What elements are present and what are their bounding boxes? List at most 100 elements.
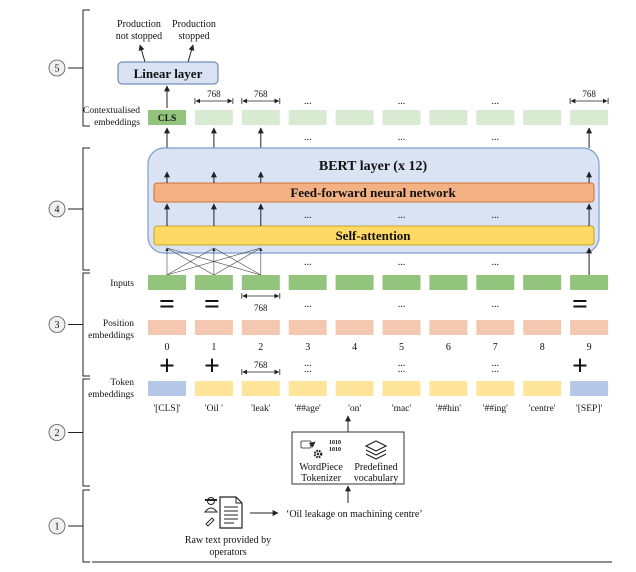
token-word-1: 'Oil ': [205, 404, 223, 414]
token-embedding-2: [241, 381, 280, 396]
position-index-6: 6: [446, 342, 451, 353]
stage-circle-1: [48, 517, 66, 535]
arrow-to-not-stopped: [138, 44, 146, 63]
position-embedding-3: [288, 320, 327, 335]
output-not-stopped-line2: not stopped: [116, 31, 162, 42]
self-attention-box: [153, 225, 595, 246]
ctx-embedding-3: [288, 110, 327, 125]
token-ellipsis-7: ...: [492, 364, 500, 375]
position-index-8: 8: [540, 342, 545, 353]
stage-bracket-4: 4: [48, 147, 90, 271]
token-word-5: 'mac': [392, 404, 412, 414]
linear-layer-box: [117, 61, 219, 85]
ctx-embedding-0: [148, 110, 186, 125]
document-icon: [219, 496, 243, 529]
token-word-6: '##hin': [436, 404, 461, 414]
ctx-ellipsis-low-3: ...: [304, 132, 312, 143]
position-index-4: 4: [352, 342, 357, 353]
token-embedding-0: [148, 381, 186, 396]
bert-ellipsis-low-7: ...: [492, 257, 500, 268]
position-embedding-1: [194, 320, 233, 335]
token-embedding-7: [476, 381, 515, 396]
token-embedding-4: [335, 381, 374, 396]
position-index-1: 1: [211, 342, 216, 353]
position-embedding-4: [335, 320, 374, 335]
ctx-dim-9: 768: [569, 89, 609, 104]
input-embedding-5: [382, 275, 421, 290]
ctx-dim-2: 768: [241, 89, 281, 104]
attn-line-1-0: [166, 247, 215, 276]
stage-circle-3: [48, 316, 66, 333]
raw-caption-line1: Raw text provided by: [185, 535, 271, 546]
tokenizer-label-line2: Tokenizer: [301, 473, 342, 484]
bert-inner-arrows: ..................: [164, 171, 593, 268]
plus-sign-0: +: [159, 351, 175, 382]
stage-number-2: 2: [55, 428, 60, 439]
token-word-3: '##age': [295, 404, 321, 414]
output-not-stopped-line1: Production: [117, 19, 161, 30]
attention-cross-lines: [165, 247, 593, 276]
input-embedding-6: [429, 275, 468, 290]
position-label-line1: Position: [103, 319, 134, 329]
position-index-0: 0: [165, 342, 170, 353]
inputs-label: Inputs: [110, 279, 134, 289]
ctx-dim-1-label: 768: [207, 89, 221, 99]
vocabulary-books-icon: [364, 440, 388, 460]
token-embeddings-row: '[CLS]''Oil ''leak''##age''on''mac''##hi…: [148, 360, 609, 414]
equals-sign-0: =: [159, 289, 175, 320]
token-word-4: 'on': [348, 404, 361, 414]
input-dim-2: 768: [241, 293, 281, 313]
self-attention-label: Self-attention: [335, 228, 411, 243]
equals-sign-9: =: [572, 289, 588, 320]
ctx-embedding-6: [429, 110, 468, 125]
position-embedding-0: [148, 320, 186, 335]
input-ellipsis-3: ...: [304, 299, 312, 310]
attn-line-2-0: [166, 247, 261, 276]
input-embedding-2: [241, 275, 280, 290]
output-stopped-line2: stopped: [178, 31, 209, 42]
tokenizer-icon: [300, 440, 323, 459]
token-ellipsis-3: ...: [304, 364, 312, 375]
bert-ellipsis-mid-3: ...: [304, 210, 312, 221]
vocabulary-label-line1: Predefined: [354, 462, 397, 473]
input-embedding-4: [335, 275, 374, 290]
position-index-7: 7: [493, 342, 498, 353]
tokenizer-panel: 1010 1010 WordPiece Tokenizer Predefined…: [291, 415, 405, 503]
token-embedding-3: [288, 381, 327, 396]
stage-bracket-5: 5: [48, 9, 90, 127]
cls-label: CLS: [158, 114, 176, 124]
stage-circle-4: [48, 200, 66, 218]
binary-line1: 1010: [329, 440, 341, 446]
position-ellipsis-7: ...: [492, 358, 500, 369]
position-embedding-7: [476, 320, 515, 335]
ctx-embedding-2: [241, 110, 280, 125]
token-word-7: '##ing': [483, 404, 508, 414]
input-embedding-8: [523, 275, 562, 290]
token-embedding-6: [429, 381, 468, 396]
input-ellipsis-5: ...: [398, 299, 406, 310]
operator-icon: [203, 497, 219, 527]
token-word-0: '[CLS]': [153, 404, 180, 414]
equals-signs: = = =: [159, 289, 588, 320]
stage-number-5: 5: [55, 64, 60, 75]
ctx-embedding-1: [194, 110, 233, 125]
token-ellipsis-5: ...: [398, 364, 406, 375]
equals-sign-1: =: [204, 289, 220, 320]
position-label-line2: embeddings: [88, 331, 134, 341]
binary-line2: 1010: [329, 447, 341, 453]
input-dim-2-label: 768: [254, 303, 268, 313]
ctx-embedding-4: [335, 110, 374, 125]
input-ellipsis-7: ...: [492, 299, 500, 310]
ctx-ellipsis-low-5: ...: [398, 132, 406, 143]
position-index-9: 9: [587, 342, 592, 353]
ctx-dim-1: 768: [194, 89, 234, 104]
bert-ellipsis-low-5: ...: [398, 257, 406, 268]
position-ellipsis-3: ...: [304, 358, 312, 369]
ctx-dim-9-label: 768: [582, 89, 596, 99]
ctx-embedding-8: [523, 110, 562, 125]
row-labels: Contextualised embeddings Inputs Positio…: [83, 106, 140, 400]
bert-ellipsis-mid-7: ...: [492, 210, 500, 221]
input-embedding-7: [476, 275, 515, 290]
token-word-8: 'centre': [529, 404, 556, 414]
